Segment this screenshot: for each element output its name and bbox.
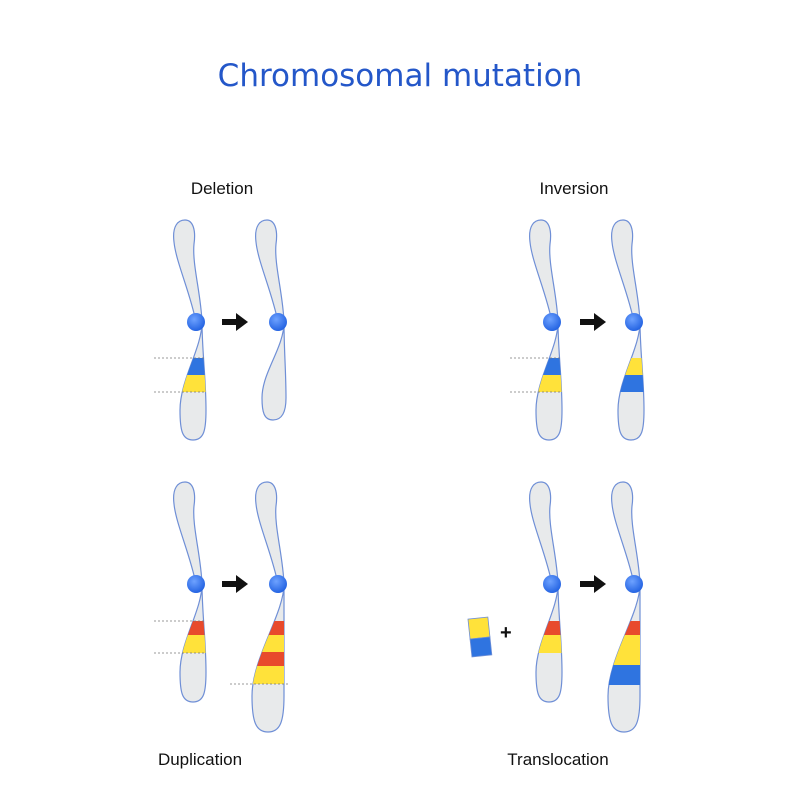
band-blue [611, 375, 644, 392]
band-yellow [173, 635, 206, 653]
translocation-original-chromosome [529, 481, 563, 703]
translocation-arrow [580, 575, 606, 593]
inversion-result-chromosome [611, 219, 645, 441]
deletion-original-chromosome [154, 219, 207, 441]
translocation-fragment [467, 616, 493, 658]
inversion-label: Inversion [539, 179, 609, 198]
centromere [543, 575, 561, 593]
band-yellow [173, 375, 206, 392]
band-red [252, 621, 284, 635]
deletion-arrow [222, 313, 248, 331]
band-yellow [608, 635, 640, 665]
band-blue [608, 665, 640, 685]
band-red [608, 621, 640, 635]
band-yellow [252, 635, 284, 652]
duplication-original-chromosome [154, 481, 207, 703]
duplication-result-chromosome [230, 481, 290, 733]
translocation-label: Translocation [507, 750, 609, 769]
band-yellow [529, 375, 562, 392]
centromere [187, 575, 205, 593]
band-yellow [529, 635, 562, 653]
band-yellow [252, 666, 284, 684]
centromere [543, 313, 561, 331]
inversion-arrow [580, 313, 606, 331]
deletion-label: Deletion [190, 179, 254, 198]
band-blue [529, 358, 562, 375]
translocation-result-chromosome [607, 481, 643, 733]
band-yellow [611, 358, 644, 375]
deletion-result-chromosome [255, 219, 287, 421]
centromere [625, 575, 643, 593]
centromere [625, 313, 643, 331]
band-red [252, 652, 284, 666]
duplication-arrow [222, 575, 248, 593]
centromere [269, 313, 287, 331]
band-red [529, 621, 562, 635]
centromere [187, 313, 205, 331]
inversion-original-chromosome [510, 219, 563, 441]
duplication-label: Duplication [157, 750, 243, 769]
centromere [269, 575, 287, 593]
band-blue [173, 358, 206, 375]
plus-sign: + [500, 622, 512, 644]
band-red [173, 621, 206, 635]
diagram-title: Chromosomal mutation [217, 58, 583, 94]
